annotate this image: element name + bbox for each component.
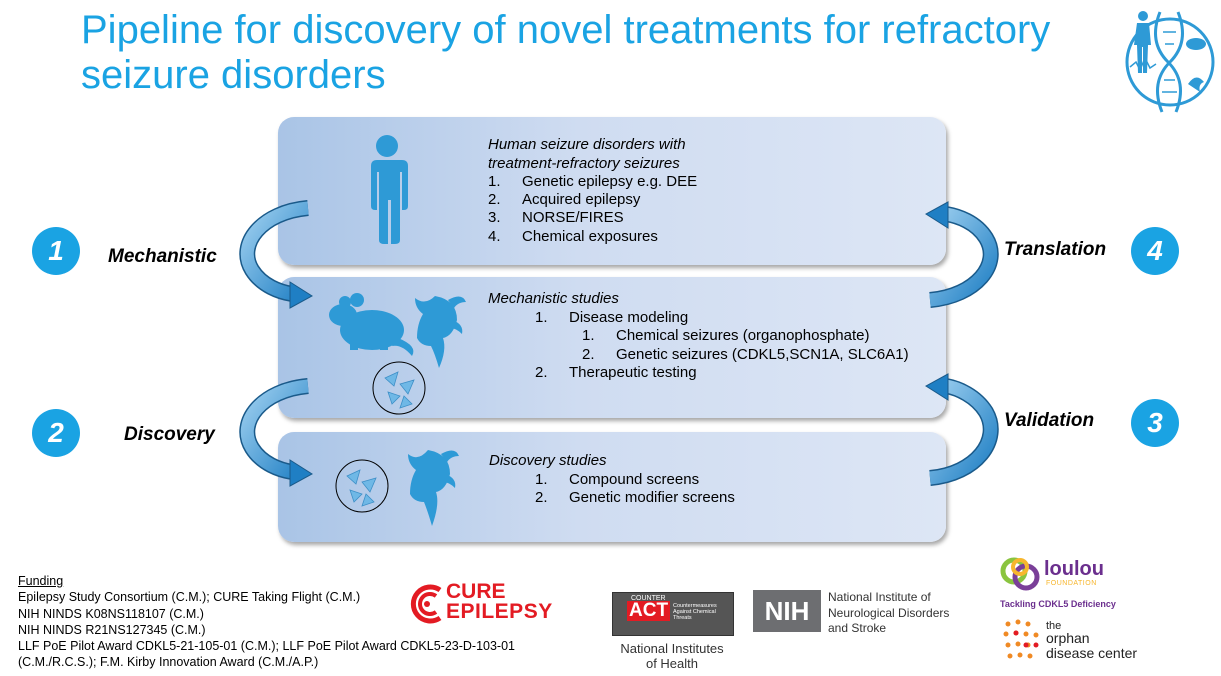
box1-item-4: 4.Chemical exposures	[488, 228, 658, 245]
box2-item-2: 2.Therapeutic testing	[535, 364, 697, 381]
funding-line: LLF PoE Pilot Award CDKL5-21-105-01 (C.M…	[18, 639, 515, 654]
cell-culture-icon	[372, 361, 426, 415]
cure-epilepsy-logo: CURE EPILEPSY	[410, 581, 570, 628]
box2-sub-1: 1.Chemical seizures (organophosphate)	[582, 327, 870, 344]
step-4-label: Translation	[1004, 239, 1107, 260]
cell-culture-icon-2	[335, 459, 389, 513]
cure-logo-icon	[410, 584, 442, 624]
box3-item-1: 1.Compound screens	[535, 471, 700, 488]
nih-caption: National Institutes of Health	[620, 641, 724, 671]
box2-heading: Mechanistic studies	[488, 290, 619, 307]
box3-heading: Discovery studies	[489, 452, 607, 469]
step-3-badge: 3	[1131, 399, 1179, 447]
box1-heading: Human seizure disorders with treatment-r…	[488, 136, 686, 172]
step-3-label: Validation	[1004, 410, 1095, 431]
step-1-badge: 1	[32, 227, 80, 275]
orphan-disease-center-logo: the orphan disease center	[1002, 618, 1172, 670]
human-icon	[371, 135, 408, 244]
step-2-badge: 2	[32, 409, 80, 457]
step-1-label: Mechanistic	[108, 246, 217, 267]
box1-item-1: 1.Genetic epilepsy e.g. DEE	[488, 173, 698, 190]
rat-icon	[329, 293, 414, 356]
box2-item-1: 1.Disease modeling	[535, 309, 689, 326]
box1-item-3: 3.NORSE/FIRES	[488, 209, 624, 226]
box1-item-2: 2.Acquired epilepsy	[488, 191, 641, 208]
arrow-discovery-icon	[239, 378, 313, 487]
funding-heading: Funding	[18, 574, 64, 588]
funding-block: Funding Epilepsy Study Consortium (C.M.)…	[18, 573, 515, 671]
funding-line: Epilepsy Study Consortium (C.M.); CURE T…	[18, 590, 361, 605]
arrow-validation-icon	[925, 373, 999, 486]
loulou-foundation-logo: loulou FOUNDATION Tackling CDKL5 Deficie…	[1000, 555, 1130, 613]
counteract-logo: COUNTER ACT Countermeasures Against Chem…	[612, 592, 734, 636]
pipeline-logo-icon	[1125, 11, 1215, 113]
box3-item-2: 2.Genetic modifier screens	[535, 489, 735, 506]
funding-line: NIH NINDS K08NS118107 (C.M.)	[18, 606, 204, 621]
page-title: Pipeline for discovery of novel treatmen…	[81, 8, 1051, 97]
step-4-badge: 4	[1131, 227, 1179, 275]
orphan-dots-icon	[1003, 619, 1039, 659]
box2-sub-2: 2.Genetic seizures (CDKL5,SCN1A, SLC6A1)	[582, 346, 909, 363]
arrow-mechanistic-icon	[239, 200, 313, 309]
discovery-studies-box	[278, 432, 946, 542]
zebrafish-icon	[415, 296, 466, 368]
ninds-text: National Institute of Neurological Disor…	[828, 590, 950, 635]
nih-mark: NIH	[753, 590, 821, 632]
funding-line: NIH NINDS R21NS127345 (C.M.)	[18, 622, 206, 637]
zebrafish-icon-2	[408, 450, 459, 526]
loulou-logo-icon	[1000, 557, 1040, 591]
arrow-translation-icon	[925, 201, 999, 308]
funding-line: (C.M./R.C.S.); F.M. Kirby Innovation Awa…	[18, 655, 319, 670]
step-2-label: Discovery	[124, 424, 215, 445]
